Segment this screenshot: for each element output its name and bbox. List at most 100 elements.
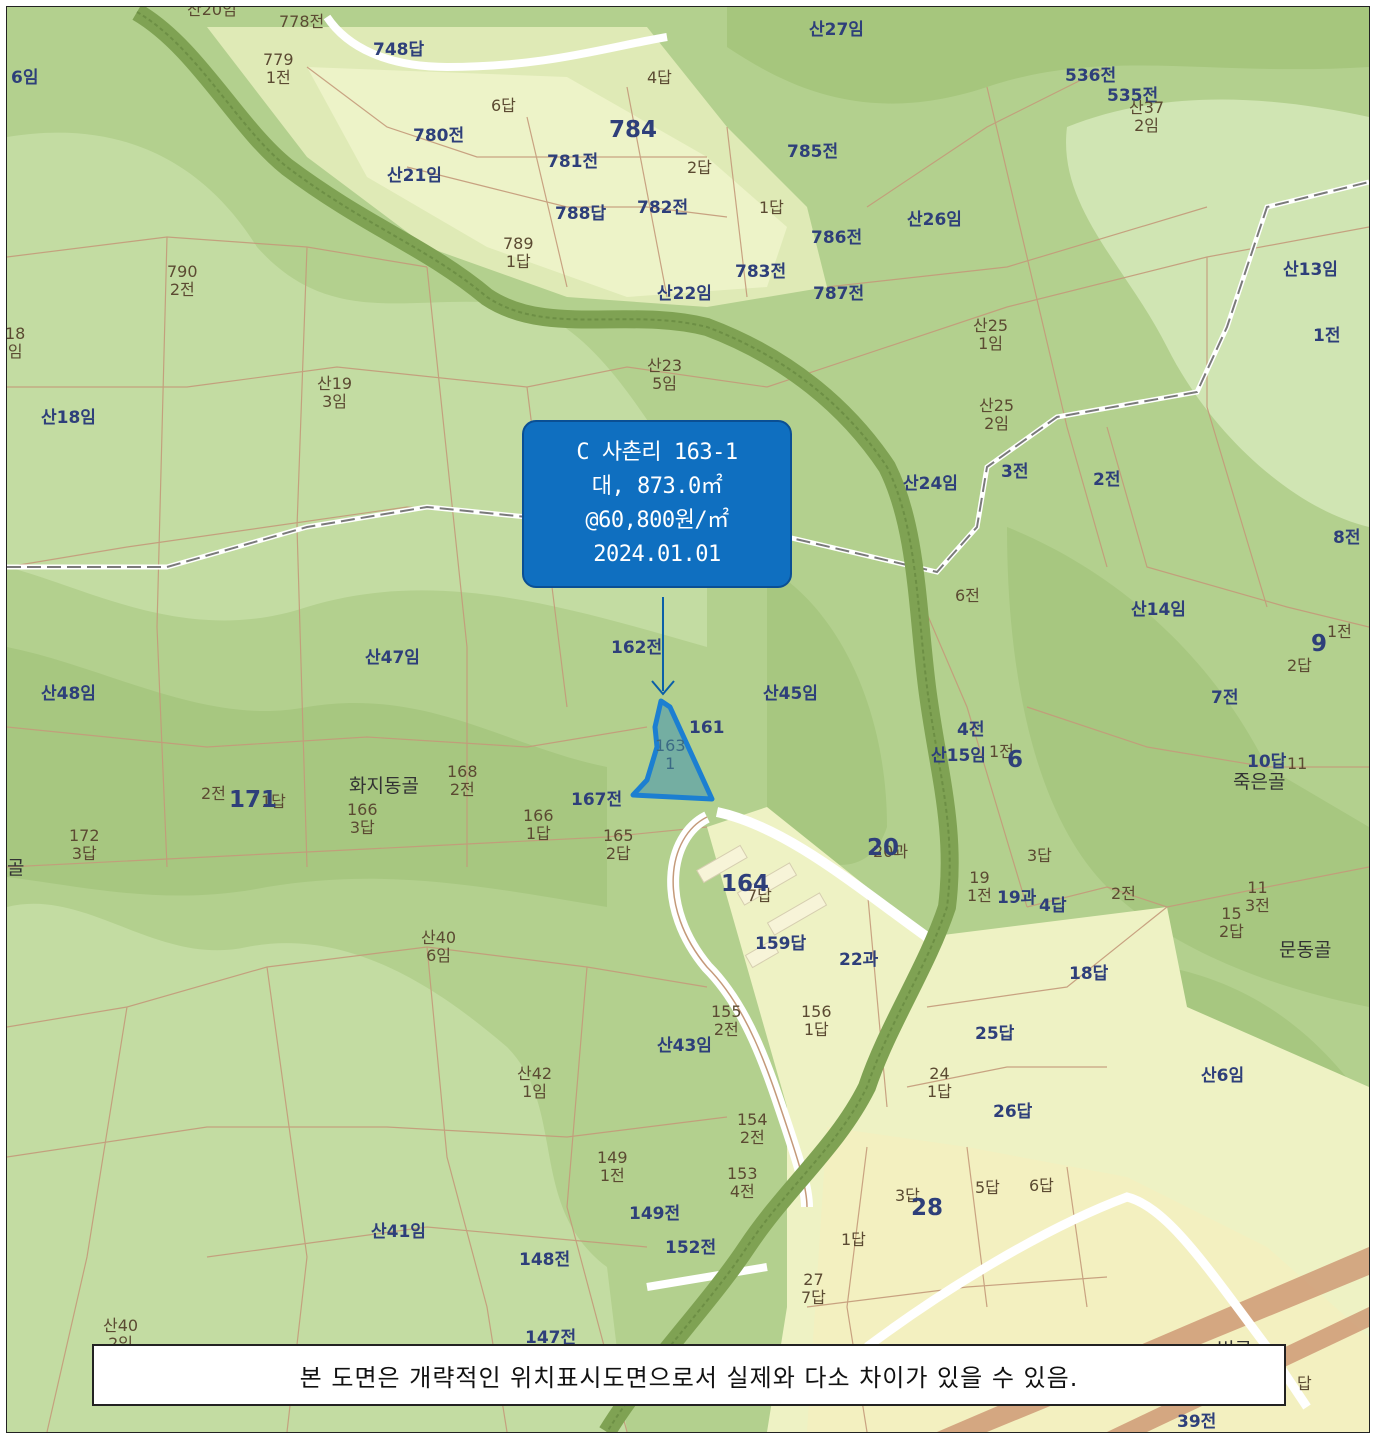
parcel-label: 산14임 <box>1131 600 1186 620</box>
admin-boundary-dash <box>7 181 1369 574</box>
parcel-info-callout: C 사촌리 163-1 대, 873.0㎡ @60,800원/㎡ 2024.01… <box>522 420 792 588</box>
parcel-label: 7답 <box>747 886 772 905</box>
parcel-label: 19 1전 <box>967 868 992 905</box>
parcel-label: 1답 <box>759 198 784 217</box>
lot-number: 20 <box>867 835 900 861</box>
parcel-label: 788답 <box>555 204 607 224</box>
parcel-label: 785전 <box>787 142 839 162</box>
forest-light-region <box>7 903 627 1432</box>
parcel-label: 산23 5임 <box>647 356 683 393</box>
parcel-label: 156 1답 <box>801 1002 832 1039</box>
parcel-label: 산13임 <box>1283 260 1338 280</box>
parcel-label: 155 2전 <box>711 1002 742 1039</box>
parcel-label: 10답 <box>1247 752 1287 772</box>
parcel-label: 18 임 <box>6 324 26 361</box>
parcel-label: 산6임 <box>1201 1066 1245 1086</box>
highlighted-parcel <box>630 698 715 802</box>
buildings <box>696 844 828 969</box>
parcel-label: 4전 <box>957 720 985 740</box>
parcel-label: 159답 <box>755 934 807 954</box>
parcel-label: 39전 <box>1177 1412 1217 1432</box>
forest-dark-region <box>1007 527 1369 1007</box>
parcel-label: 149 1전 <box>597 1148 628 1185</box>
local-road <box>646 1263 768 1291</box>
lot-number: 784 <box>609 117 658 143</box>
parcel-label: 1전 <box>1327 622 1352 641</box>
parcel-label: 783전 <box>735 262 787 282</box>
parcel-label: 8전 <box>1333 528 1361 548</box>
disclaimer-notice: 본 도면은 개략적인 위치표시도면으로서 실제와 다소 차이가 있을 수 있음. <box>92 1344 1286 1406</box>
parcel-label: 535전 <box>1107 86 1159 106</box>
parcel-label: 161 <box>689 718 725 738</box>
parcel-label: 산48임 <box>41 684 96 704</box>
parcel-label: 산18임 <box>41 408 96 428</box>
parcel-label: 3전 <box>1001 462 1029 482</box>
parcel-label: 26답 <box>993 1102 1033 1122</box>
parcel-label: 산22임 <box>657 284 712 304</box>
callout-arrowhead <box>651 680 675 696</box>
place-name: 문동골 <box>1279 939 1332 961</box>
parcel-label: 782전 <box>637 198 689 218</box>
parcel-label: 168 2전 <box>447 762 478 799</box>
parcel-label: 786전 <box>811 228 863 248</box>
parcel-label: 789 1답 <box>503 234 534 271</box>
parcel-label: 3답 <box>1027 846 1052 865</box>
local-road <box>864 1192 1311 1410</box>
parcel-label: 781전 <box>547 152 599 172</box>
parcel-label: 1전 <box>989 742 1014 761</box>
parcel-label: 6답 <box>491 96 516 115</box>
farmland-north-inner <box>307 67 787 297</box>
forest-dark-region <box>7 647 607 907</box>
parcel-label: 산20임 <box>187 6 237 19</box>
parcel-label: 147전 <box>525 1328 577 1348</box>
parcel-label: 167전 <box>571 790 623 810</box>
parcel-label: 748답 <box>373 40 425 60</box>
parcel-label: 162전 <box>611 638 663 658</box>
parcel-label: 154 2전 <box>737 1110 768 1147</box>
lot-number: 6 <box>1007 747 1024 773</box>
callout-land-area: 대, 873.0㎡ <box>591 474 723 499</box>
forest-dark-region <box>727 7 1369 104</box>
parcel-label: 24 1답 <box>927 1064 952 1101</box>
parcel-label: 2전 <box>1093 470 1121 490</box>
parcel-label: 787전 <box>813 284 865 304</box>
parcel-label: 2답 <box>1287 656 1312 675</box>
parcel-label: 산25 2임 <box>979 396 1015 433</box>
parcel-label: 3답 <box>895 1186 920 1205</box>
callout-unit-price: @60,800원/㎡ <box>585 508 729 533</box>
lot-number: 28 <box>911 1195 944 1221</box>
lot-number: 9 <box>1311 631 1328 657</box>
parcel-label: 산37 2임 <box>1129 98 1165 135</box>
parcel-label: 166 3답 <box>347 800 378 837</box>
parcel-label: 산47임 <box>365 648 420 668</box>
parcel-label: 1답 <box>261 792 286 811</box>
parcel-label: 19과 <box>997 888 1037 908</box>
parcel-label: 산21임 <box>387 166 442 186</box>
parcel-label: 2답 <box>687 158 712 177</box>
place-name: 골 <box>7 857 25 879</box>
parcel-label: 산41임 <box>371 1222 426 1242</box>
parcel-label: 27 7답 <box>801 1270 826 1307</box>
parcel-label: 5답 <box>975 1178 1000 1197</box>
parcel-label: 172 3답 <box>69 826 100 863</box>
parcel-label: 산27임 <box>809 20 864 40</box>
parcel-label: 산15임 <box>931 746 986 766</box>
map-frame[interactable]: 산20임 778전 748답 779 1전 6임 4답 6답 780전 781전… <box>6 6 1370 1433</box>
parcel-label: 6전 <box>955 586 980 605</box>
parcel-label: 25답 <box>975 1024 1015 1044</box>
parcel-label: 780전 <box>413 126 465 146</box>
parcel-label: 11 <box>1287 754 1308 773</box>
parcel-label: 20과 <box>873 842 909 861</box>
local-road <box>323 14 668 72</box>
parcel-label: 11 3전 <box>1245 878 1270 915</box>
parcel-label: 18답 <box>1069 964 1109 984</box>
parcel-label: 15 2답 <box>1219 904 1244 941</box>
parcel-label: 536전 <box>1065 66 1117 86</box>
parcel-label: 165 2답 <box>603 826 634 863</box>
forest-light-region <box>1066 99 1369 527</box>
parcel-label: 산19 3임 <box>317 374 353 411</box>
place-name: 죽은골 <box>1233 771 1286 793</box>
parcel-label: 산43임 <box>657 1036 712 1056</box>
parcel-label: 779 1전 <box>263 50 294 87</box>
parcel-label: 2전 <box>201 784 226 803</box>
